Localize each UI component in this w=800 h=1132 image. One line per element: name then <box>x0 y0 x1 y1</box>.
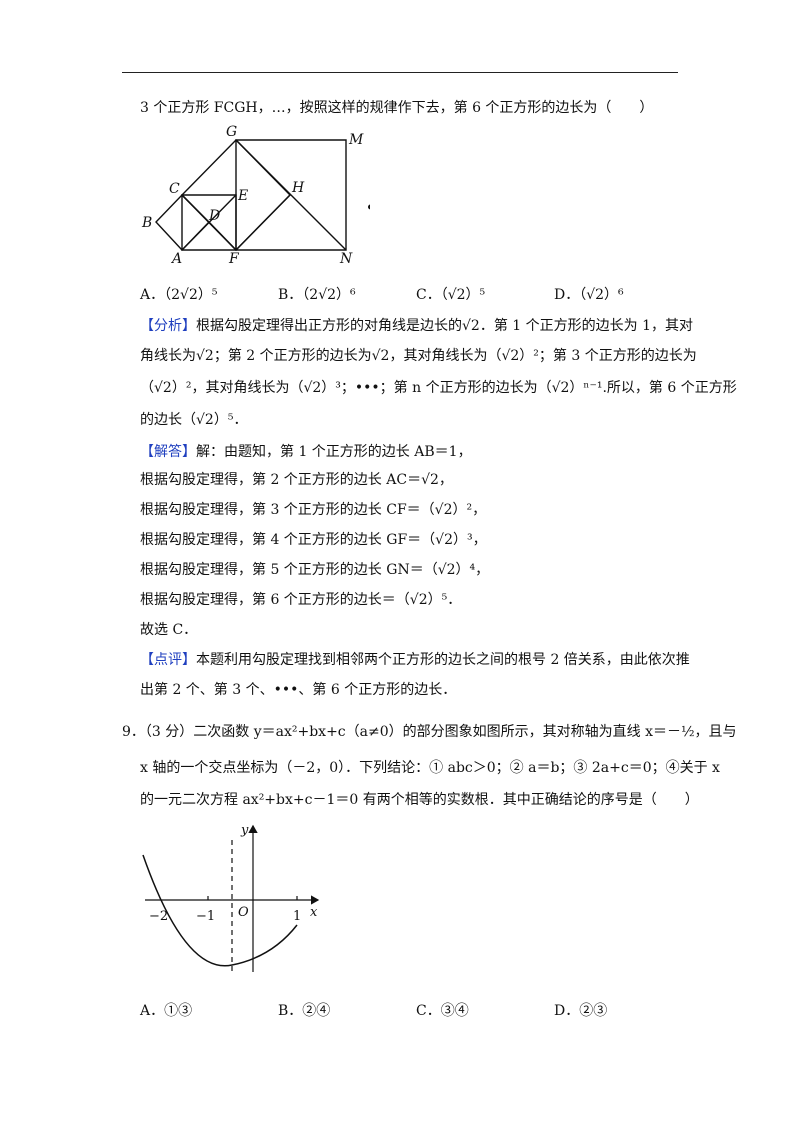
q9-option-b: B．②④ <box>278 1003 331 1019</box>
q9-stem-line-2: x 轴的一个交点坐标为（－2，0）．下列结论：① abc＞0；② a＝b；③ 2… <box>140 760 720 776</box>
q9-stem-line-3: 的一元二次方程 ax²+bx+c－1＝0 有两个相等的实数根．其中正确结论的序号… <box>140 792 699 808</box>
parabola-curve <box>142 854 298 967</box>
answer-line-7: 故选 C． <box>140 622 198 638</box>
tick-label-1: 1 <box>293 909 301 924</box>
continuation-dots: ••• <box>366 200 370 216</box>
q8-squares-figure: G M C E H B D A F N ••• <box>141 124 370 267</box>
label-C: C <box>169 181 180 197</box>
analysis-tag: 【分析】 <box>140 318 196 334</box>
tick-label-neg1: −1 <box>196 909 215 924</box>
q8-option-a: A．（2√2）⁵ <box>140 287 218 303</box>
answer-tag: 【解答】 <box>140 444 196 460</box>
label-N: N <box>339 251 353 267</box>
analysis-line-3: （√2）²，其对角线长为（√2）³；•••；第 n 个正方形的边长为（√2）ⁿ⁻… <box>140 380 737 396</box>
comment-line-1: 【点评】本题利用勾股定理找到相邻两个正方形的边长之间的根号 2 倍关系，由此依次… <box>140 652 690 668</box>
q9-option-d: D．②③ <box>554 1003 608 1019</box>
label-B: B <box>141 215 152 231</box>
q8-option-b: B．（2√2）⁶ <box>278 287 356 303</box>
label-M: M <box>348 132 364 148</box>
label-E: E <box>237 188 248 204</box>
origin-label: O <box>238 905 249 920</box>
q9-parabola-graph: y x O −2 −1 1 <box>142 823 320 972</box>
comment-line-2: 出第 2 个、第 3 个、•••、第 6 个正方形的边长． <box>140 682 457 698</box>
header-rule <box>122 72 678 73</box>
q9-stem-line-1: 9．（3 分）二次函数 y＝ax²+bx+c（a≠0）的部分图象如图所示，其对称… <box>122 724 737 740</box>
answer-line-4: 根据勾股定理得，第 4 个正方形的边长 GF＝（√2）³， <box>140 532 487 548</box>
answer-line-5: 根据勾股定理得，第 5 个正方形的边长 GN＝（√2）⁴， <box>140 562 490 578</box>
q8-stem: 3 个正方形 FCGH，…，按照这样的规律作下去，第 6 个正方形的边长为（ ） <box>140 100 654 116</box>
label-H: H <box>291 180 305 196</box>
q8-option-c: C．（√2）⁵ <box>416 287 486 303</box>
label-F: F <box>228 251 240 267</box>
label-D: D <box>208 208 220 224</box>
q9-option-c: C．③④ <box>416 1003 469 1019</box>
answer-line-6: 根据勾股定理得，第 6 个正方形的边长＝（√2）⁵． <box>140 592 462 608</box>
analysis-line-4: 的边长（√2）⁵． <box>140 412 248 428</box>
answer-line-3: 根据勾股定理得，第 3 个正方形的边长 CF＝（√2）²， <box>140 502 487 518</box>
y-axis-label: y <box>240 823 249 838</box>
tick-label-neg2: −2 <box>149 909 168 924</box>
q9-option-a: A．①③ <box>140 1003 193 1019</box>
label-G: G <box>226 124 237 140</box>
answer-line-2: 根据勾股定理得，第 2 个正方形的边长 AC＝√2， <box>140 472 453 488</box>
x-axis-label: x <box>310 905 318 920</box>
label-A: A <box>170 251 182 267</box>
q8-option-d: D．（√2）⁶ <box>554 287 624 303</box>
analysis-line-1: 【分析】根据勾股定理得出正方形的对角线是边长的√2．第 1 个正方形的边长为 1… <box>140 318 693 334</box>
comment-tag: 【点评】 <box>140 652 196 668</box>
analysis-line-2: 角线长为√2；第 2 个正方形的边长为√2，其对角线长为（√2）²；第 3 个正… <box>140 348 697 364</box>
answer-line-1: 【解答】解：由题知，第 1 个正方形的边长 AB＝1， <box>140 444 472 460</box>
